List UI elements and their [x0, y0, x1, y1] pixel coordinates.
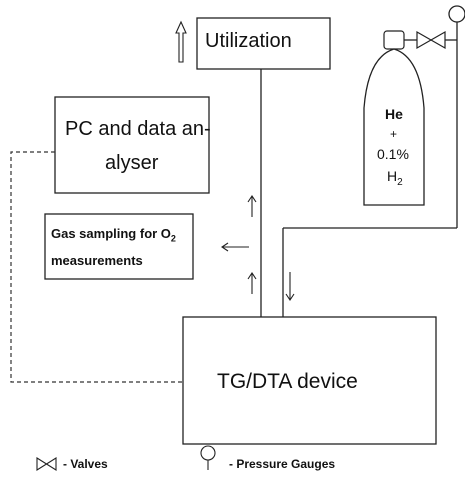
valve-icon: [416, 30, 446, 50]
pc-label-line2: alyser: [105, 152, 159, 174]
cylinder-label-percent: 0.1%: [377, 146, 409, 162]
tg-dta-box: [182, 316, 437, 445]
cylinder-cap: [383, 30, 405, 50]
hydrogen-subscript: 2: [397, 176, 403, 188]
tg-dta-label: TG/DTA device: [217, 370, 358, 393]
down-arrow-icon: [285, 272, 295, 301]
up-arrow-icon: [247, 195, 257, 217]
gas-sampling-box: [44, 213, 194, 280]
left-arrow-icon: [221, 242, 249, 252]
pressure-gauge-icon: [200, 445, 216, 461]
hydrogen-text: H: [387, 168, 398, 184]
gas-sampling-label-line2: measurements: [51, 253, 143, 268]
gas-sampling-text: Gas sampling for O: [51, 226, 171, 241]
cylinder-label-plus: +: [390, 127, 398, 141]
dashed-data-link: [10, 151, 183, 383]
gas-cylinder: [363, 48, 425, 206]
pressure-gauge-icon: [448, 5, 465, 23]
legend-valves-label: - Valves: [63, 457, 108, 471]
up-arrow-icon: [247, 272, 257, 294]
pc-box: [54, 96, 210, 194]
legend-gauges-label: - Pressure Gauges: [229, 457, 336, 471]
hollow-up-arrow-icon: [175, 20, 187, 63]
oxygen-subscript: 2: [170, 233, 176, 244]
utilization-label: Utilization: [205, 30, 292, 52]
cylinder-label-he: He: [385, 106, 403, 122]
utilization-box: [196, 17, 331, 70]
cylinder-label-h2: H2: [387, 168, 403, 188]
gas-sampling-label-line1: Gas sampling for O2: [51, 226, 176, 244]
valve-icon: [36, 457, 57, 471]
pc-label-line1: PC and data an-: [65, 118, 211, 140]
